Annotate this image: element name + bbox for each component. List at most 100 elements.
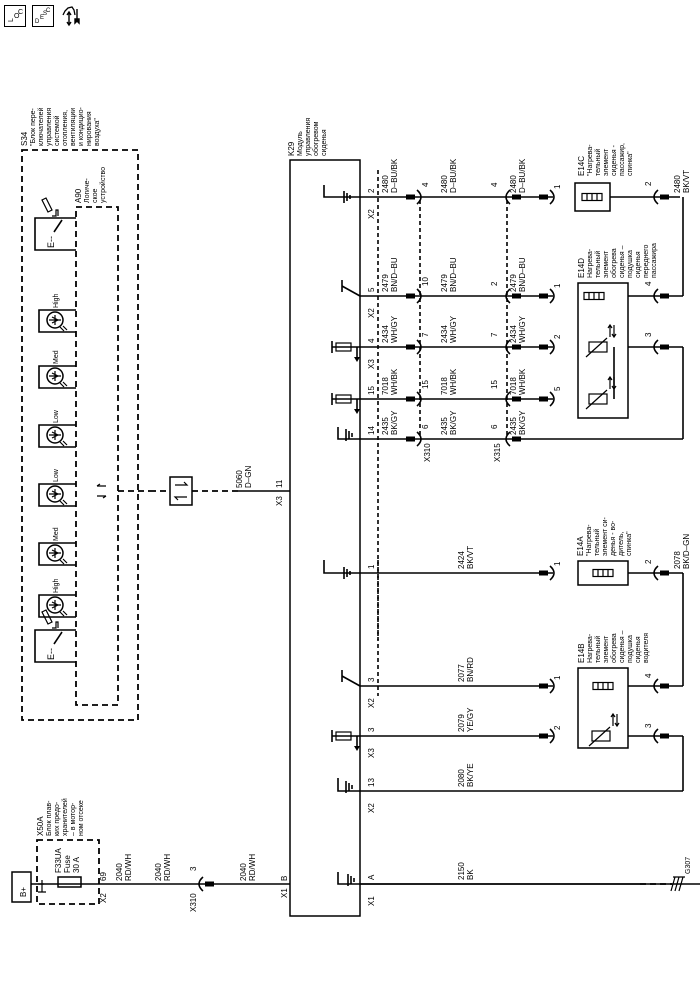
wire-label-line: 2435 [440,417,449,435]
e14a-id-line: E14A [576,536,585,556]
module-pin-line: A [367,874,376,880]
led-light-rays [59,499,68,506]
module-pin: 15 [367,386,376,395]
chassis-ground-icon [343,191,351,203]
indicator-label-line: Low [53,468,60,482]
module-connector-line: X2 [367,209,376,219]
connector-pin [512,344,521,350]
module-pin-line: 5 [367,287,376,292]
wire-label-line: 2040 [115,863,124,881]
switch-block-name-line: воздуха" [94,118,101,146]
led-wiring [38,483,76,507]
e14d-name-line: тельный [594,251,602,278]
wire-label-line: RD/WH [124,854,133,881]
indicator-led-1 [38,309,76,333]
connector-pin [539,194,548,200]
svg-text:E: E [40,15,44,21]
logic-device-name-line: Логиче- [84,178,91,203]
e14a-name-line: спинка" [626,531,633,556]
x310-pin: 6 [421,424,430,429]
thermistor-icon [585,323,617,358]
wire-label-line: BK [466,869,475,880]
indicator-led-3 [38,424,76,448]
bus-arrows-icon [96,483,107,499]
arrow-head [354,746,360,751]
connector-pin [660,293,669,299]
wire-label-line: 2424 [457,551,466,569]
arrow-head [354,357,360,362]
element-pin: 2 [553,334,562,339]
x310-label: X310 [423,443,432,462]
element-pin-line: 2 [553,334,562,339]
led-diode [49,489,61,499]
svg-text:C: C [18,9,23,16]
indicator-label: High [53,293,60,308]
inline-connector: X310 [189,893,198,912]
ground-id-line: G307 [685,857,692,874]
wire-label-line: BK/GY [518,410,527,435]
switch-block-id-line: S34 [20,131,29,146]
element-pin: 1 [553,283,562,288]
service-button[interactable] [60,5,86,27]
connector-pin [406,194,415,200]
x310-connector [416,431,422,447]
switch-frame [34,629,76,663]
ground-id: G307 [685,857,692,874]
x310-pin-line: 6 [421,424,430,429]
fuse-rating-line: Fuse [63,855,72,873]
wire-label-line: 2434 [440,325,449,343]
x315-pin: 4 [490,182,499,187]
gateway-arrows-icon [173,481,189,501]
connector-pin [539,683,548,689]
e14d-out-pin-line: 4 [644,281,653,286]
e14a-out-wire-label-line: BK/D–GN [682,534,691,569]
logic-device-id: A90 [74,188,83,203]
gateway-pin: 11 [275,479,284,488]
e14d-sensor-connector [653,339,659,355]
svg-text:D: D [35,19,40,25]
wire-label-line: 2480 [509,175,518,193]
connector-pin [406,436,415,442]
gateway-pin-line: 11 [275,479,284,488]
connector-pin [539,570,548,576]
switch-frame [34,217,76,251]
switch-arm [53,219,63,233]
connector-pin [660,194,669,200]
module-connector: X2 [367,698,376,708]
led-light-rays [59,325,68,332]
module-internal-wire [323,560,360,574]
element-pin: 1 [553,675,562,680]
connector-pin [406,344,415,350]
connector-pin [539,396,548,402]
switch-block-name-line: системой [53,115,61,146]
element-pin-line: 1 [553,561,562,566]
logic-device-name-line: устройство [99,167,107,203]
wire-label-line: YE/GY [466,707,475,732]
module-pin: A [367,874,376,880]
thermistor-slash [585,337,608,358]
fuse-rating-line: F33UA [54,847,63,873]
e14b-sensor-out-connector [653,728,659,744]
e14c-out-wire-label-line: 2480 [673,175,682,193]
ground-icon [345,781,353,793]
connector-pin [406,396,415,402]
module-pin: 2 [367,188,376,193]
led-diode [49,600,61,610]
module-pin: B [280,876,289,881]
fuse-block-name-line: ном отсеке [78,800,85,836]
seat-heat-switch-left: E-- [34,609,76,663]
seat-heat-switch-right: E-- [34,197,76,251]
fuse-block-name-line: Блок плав- [46,800,53,836]
svg-text:S: S [43,11,47,17]
indicator-led-2 [38,365,76,389]
thermistor-icon [585,375,617,410]
